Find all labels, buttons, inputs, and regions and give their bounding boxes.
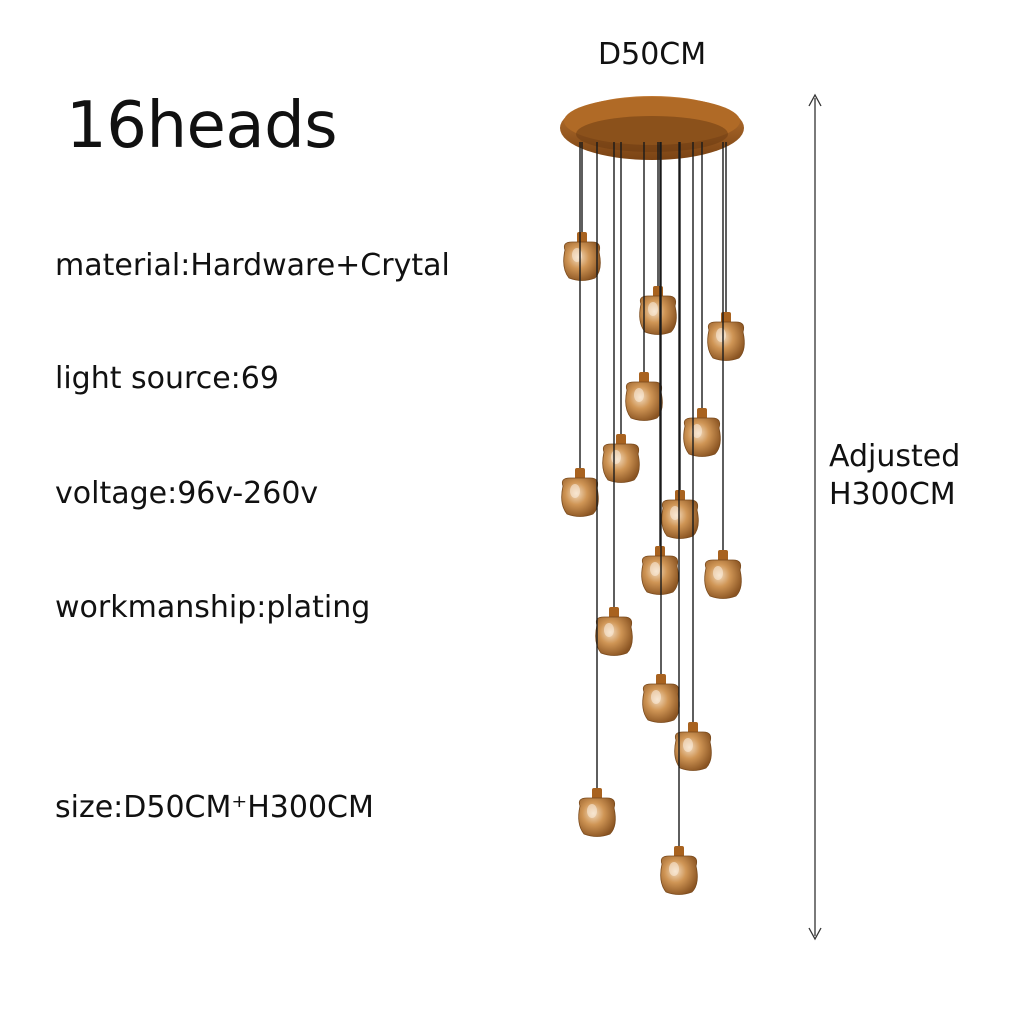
crystal-highlight bbox=[570, 484, 580, 498]
pendant-light bbox=[561, 142, 599, 517]
diameter-label: D50CM bbox=[598, 37, 707, 72]
crystal-highlight bbox=[713, 566, 723, 580]
crystal-highlight bbox=[587, 804, 597, 818]
crystal-shade bbox=[641, 555, 679, 595]
lamp-holder bbox=[656, 674, 666, 686]
crystal-highlight bbox=[634, 388, 644, 402]
pendant-light bbox=[639, 142, 677, 335]
lamp-holder bbox=[688, 722, 698, 734]
crystal-shade bbox=[704, 559, 742, 599]
crystal-shade bbox=[563, 241, 601, 281]
lamp-holder bbox=[697, 408, 707, 420]
spec-light-source: light source:69 bbox=[55, 361, 279, 396]
crystal-highlight bbox=[604, 623, 614, 637]
lamp-holder bbox=[639, 372, 649, 384]
crystal-shade bbox=[683, 417, 721, 457]
crystal-highlight bbox=[648, 302, 658, 316]
pendant-light bbox=[707, 142, 745, 361]
pendant-lights bbox=[561, 142, 745, 895]
pendant-light bbox=[642, 142, 680, 723]
ceiling-canopy bbox=[560, 96, 744, 160]
lamp-holder bbox=[655, 546, 665, 558]
spec-workmanship: workmanship:plating bbox=[55, 590, 371, 625]
pendant-light bbox=[661, 142, 699, 539]
spec-size: size:D50CM⁺H300CM bbox=[55, 790, 374, 825]
crystal-shade bbox=[578, 797, 616, 837]
product-title: 16heads bbox=[66, 89, 338, 163]
crystal-shade bbox=[561, 477, 599, 517]
pendant-light bbox=[660, 142, 698, 895]
pendant-light bbox=[578, 142, 616, 837]
pendant-light bbox=[595, 142, 633, 656]
pendant-light bbox=[683, 142, 721, 457]
crystal-shade bbox=[639, 295, 677, 335]
crystal-highlight bbox=[669, 862, 679, 876]
lamp-holder bbox=[592, 788, 602, 800]
crystal-highlight bbox=[611, 450, 621, 464]
height-label: Adjusted H300CM bbox=[829, 438, 960, 514]
crystal-shade bbox=[642, 683, 680, 723]
crystal-highlight bbox=[683, 738, 693, 752]
lamp-holder bbox=[575, 468, 585, 480]
crystal-shade bbox=[707, 321, 745, 361]
crystal-highlight bbox=[670, 506, 680, 520]
crystal-highlight bbox=[651, 690, 661, 704]
pendant-light bbox=[704, 142, 742, 599]
lamp-holder bbox=[675, 490, 685, 502]
crystal-shade bbox=[595, 616, 633, 656]
lamp-holder bbox=[609, 607, 619, 619]
crystal-highlight bbox=[650, 562, 660, 576]
lamp-holder bbox=[718, 550, 728, 562]
crystal-shade bbox=[602, 443, 640, 483]
crystal-highlight bbox=[692, 424, 702, 438]
spec-material: material:Hardware+Crytal bbox=[55, 248, 450, 283]
lamp-holder bbox=[674, 846, 684, 858]
pendant-light bbox=[674, 142, 712, 771]
pendant-light bbox=[625, 142, 663, 421]
crystal-shade bbox=[674, 731, 712, 771]
crystal-shade bbox=[660, 855, 698, 895]
pendant-light bbox=[563, 142, 601, 281]
height-label-line1: Adjusted bbox=[829, 439, 961, 474]
height-dimension-arrow bbox=[808, 93, 822, 941]
pendant-light bbox=[602, 142, 640, 483]
lamp-holder bbox=[616, 434, 626, 446]
crystal-highlight bbox=[716, 328, 726, 342]
crystal-shade bbox=[625, 381, 663, 421]
height-label-line2: H300CM bbox=[829, 477, 956, 512]
pendant-light bbox=[641, 142, 679, 595]
spec-voltage: voltage:96v-260v bbox=[55, 476, 319, 511]
